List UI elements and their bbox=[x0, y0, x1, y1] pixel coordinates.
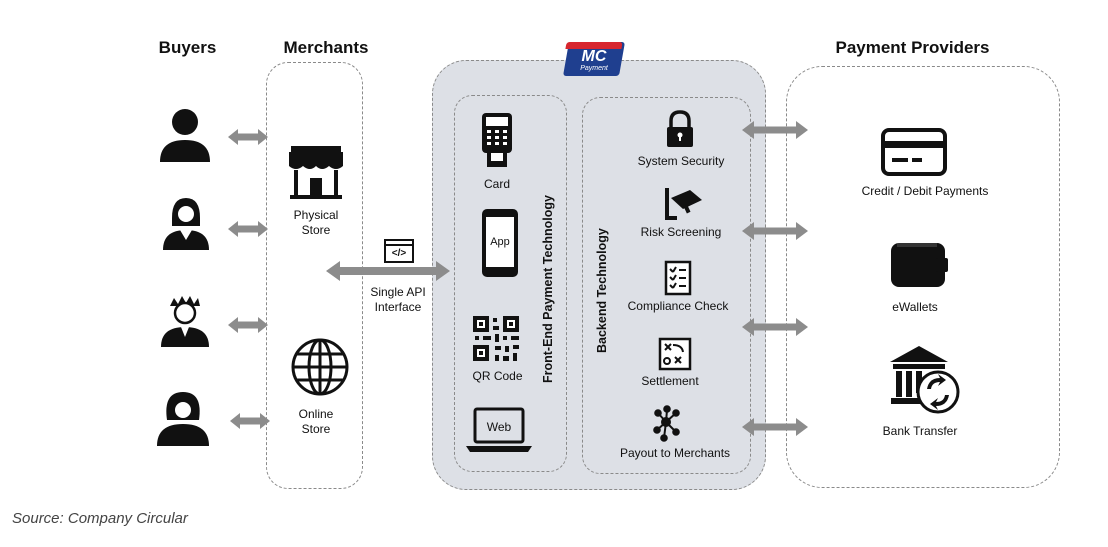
api-arrow bbox=[326, 261, 450, 281]
provider-card-label: Credit / Debit Payments bbox=[861, 184, 989, 198]
buyer-woman-long-hair-icon bbox=[157, 392, 209, 446]
source-note: Source: Company Circular bbox=[12, 510, 188, 527]
backend-title: Backend Technology bbox=[595, 228, 609, 353]
provider-ewallet-label: eWallets bbox=[892, 300, 938, 314]
merchants-heading: Merchants bbox=[283, 38, 369, 57]
checklist-icon bbox=[664, 260, 692, 296]
store-icon bbox=[289, 146, 343, 199]
backend-box bbox=[582, 97, 751, 474]
backend-security-label: System Security bbox=[637, 154, 725, 168]
buyer-arrow-3 bbox=[228, 317, 268, 333]
buyer-woman-icon bbox=[163, 198, 209, 250]
phone-app-icon bbox=[482, 209, 518, 277]
frontend-qr-label: QR Code bbox=[472, 369, 523, 383]
api-label: Single API Interface bbox=[370, 285, 426, 314]
provider-bank-label: Bank Transfer bbox=[882, 424, 958, 438]
buyer-boy-icon bbox=[161, 296, 209, 347]
buyer-arrow-2 bbox=[228, 221, 268, 237]
provider-arrow-2 bbox=[742, 222, 808, 240]
web-screen-text: Web bbox=[486, 420, 512, 434]
lock-icon bbox=[667, 110, 693, 147]
mc-logo-text: MC bbox=[581, 48, 607, 65]
card-terminal-icon bbox=[482, 113, 512, 167]
bank-transfer-icon bbox=[890, 346, 960, 414]
provider-arrow-4 bbox=[742, 418, 808, 436]
backend-risk-label: Risk Screening bbox=[640, 225, 722, 239]
backend-payout-label: Payout to Merchants bbox=[619, 446, 731, 460]
payout-network-icon bbox=[653, 405, 680, 442]
wallet-icon bbox=[891, 243, 948, 287]
buyers-heading: Buyers bbox=[158, 38, 217, 57]
buyer-man-icon bbox=[160, 109, 210, 162]
qr-code-icon bbox=[473, 316, 519, 361]
globe-icon bbox=[291, 338, 349, 396]
frontend-title: Front-End Payment Technology bbox=[541, 195, 555, 383]
providers-box bbox=[786, 66, 1060, 488]
mc-logo-subtext: Payment bbox=[580, 65, 608, 72]
buyer-arrow-4 bbox=[230, 413, 270, 429]
frontend-card-label: Card bbox=[483, 177, 510, 191]
merchants-box bbox=[266, 62, 363, 489]
frontend-box bbox=[454, 95, 567, 472]
api-code-glyph: </> bbox=[391, 248, 407, 259]
settlement-board-icon bbox=[658, 337, 692, 371]
provider-arrow-1 bbox=[742, 121, 808, 139]
backend-compliance-label: Compliance Check bbox=[627, 299, 729, 313]
provider-arrow-3 bbox=[742, 318, 808, 336]
mc-payment-logo: MC Payment bbox=[563, 42, 625, 76]
backend-settlement-label: Settlement bbox=[641, 374, 699, 388]
credit-card-icon bbox=[881, 128, 947, 176]
security-camera-icon bbox=[665, 188, 702, 220]
physical-store-label: Physical Store bbox=[293, 208, 339, 237]
payment-providers-heading: Payment Providers bbox=[835, 38, 990, 57]
app-screen-text: App bbox=[490, 236, 510, 248]
code-window-icon bbox=[384, 239, 414, 263]
laptop-web-icon bbox=[466, 407, 532, 452]
buyer-arrow-1 bbox=[228, 129, 268, 145]
online-store-label: Online Store bbox=[298, 407, 334, 436]
